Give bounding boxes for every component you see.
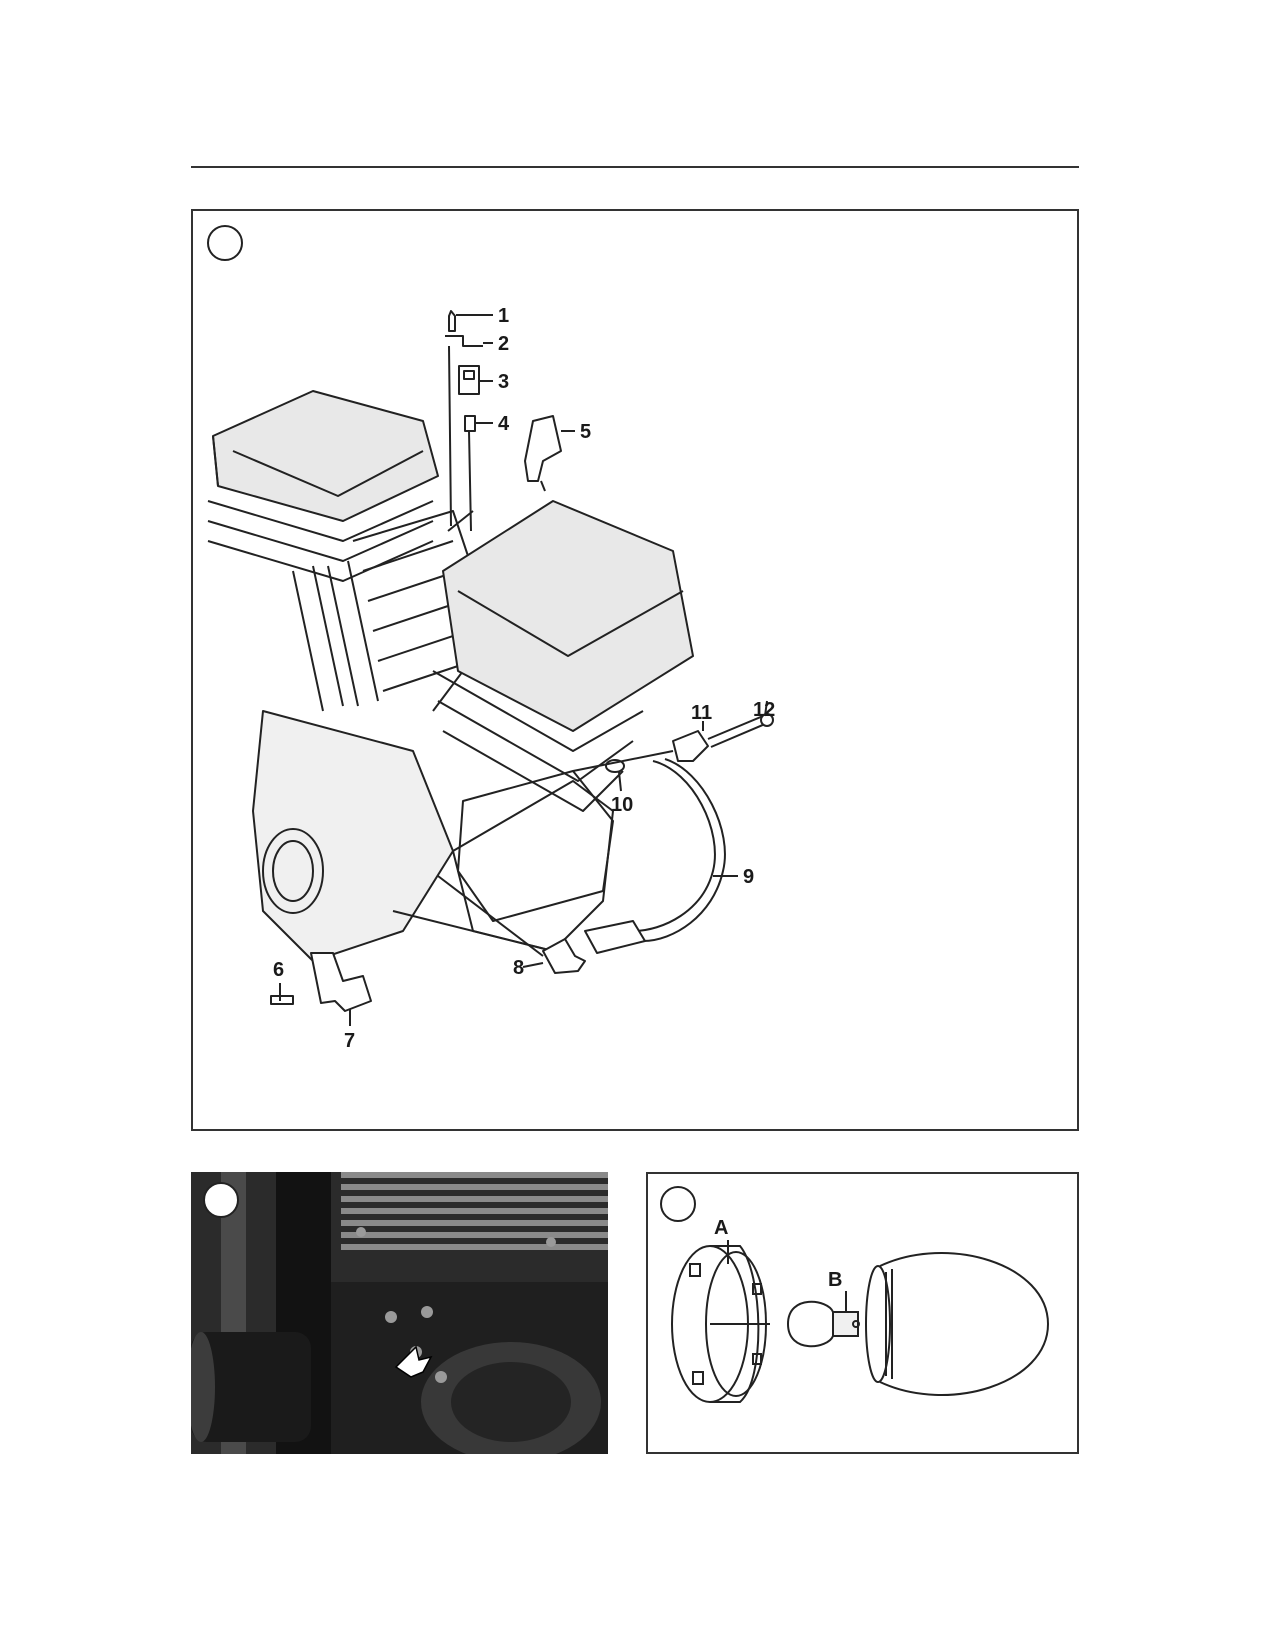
engine-photo-panel (191, 1172, 608, 1454)
bulb-exploded-view: A B (671, 1217, 1050, 1403)
callout-B: B (828, 1269, 842, 1291)
callout-5: 5 (580, 421, 591, 443)
callout-7: 7 (344, 1030, 355, 1052)
bulb-diagram-panel: A B (646, 1172, 1079, 1454)
figure-number-circle (207, 225, 243, 261)
figure-number-circle (203, 1182, 239, 1218)
callout-11: 11 (691, 702, 712, 724)
callout-4: 4 (498, 413, 510, 435)
engine-exploded-view: 1 2 3 4 5 6 7 8 9 10 11 12 (207, 305, 775, 1052)
callout-2: 2 (498, 333, 509, 355)
callout-3: 3 (498, 371, 509, 393)
engine-diagram-panel: 1 2 3 4 5 6 7 8 9 10 11 12 (191, 209, 1079, 1131)
callout-12: 12 (753, 699, 775, 721)
callout-1: 1 (498, 305, 509, 327)
figure-number-circle (660, 1186, 696, 1222)
engine-photo (191, 1172, 608, 1454)
callout-9: 9 (743, 866, 754, 888)
callout-6: 6 (273, 959, 284, 981)
callout-group: 1 2 3 4 5 6 7 8 9 10 11 12 (273, 305, 775, 1052)
callout-8: 8 (513, 957, 524, 979)
callout-10: 10 (611, 794, 633, 816)
header-rule (191, 166, 1079, 168)
callout-A: A (714, 1217, 728, 1239)
